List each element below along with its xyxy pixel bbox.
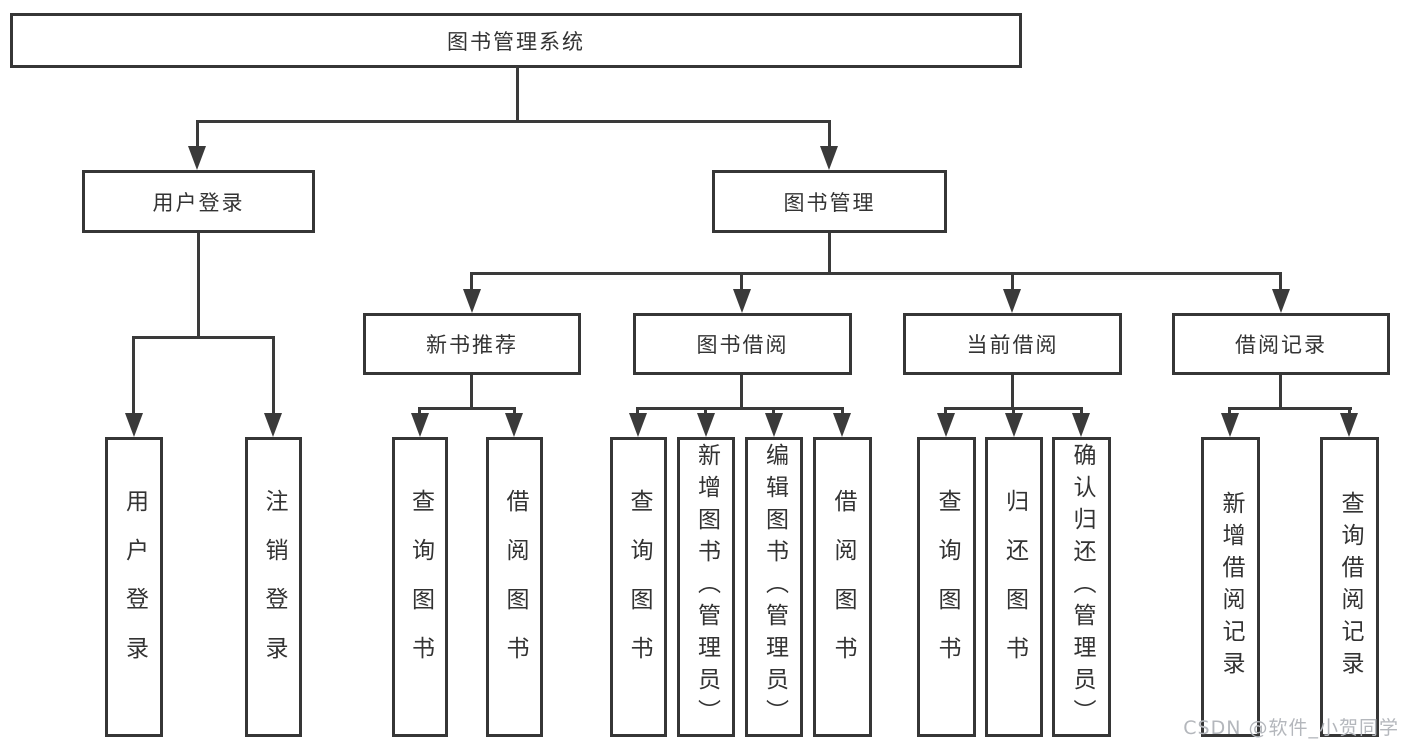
connector-root-stem [516, 66, 519, 122]
leaf-label: 查询图书 [626, 489, 652, 685]
leaf-edit-book-admin: 编辑图书（管理员） [745, 437, 803, 737]
leaf-label: 注销登录 [261, 489, 287, 685]
connector-record-stem [1279, 375, 1282, 410]
arrow-down-icon [505, 413, 523, 437]
leaf-add-book-admin: 新增图书（管理员） [677, 437, 735, 737]
leaf-label: 借阅图书 [830, 489, 856, 685]
arrow-down-icon [833, 413, 851, 437]
connector-borrow-stem [740, 375, 743, 410]
arrow-down-icon [820, 146, 838, 170]
node-book-borrow: 图书借阅 [633, 313, 852, 375]
arrow-down-icon [765, 413, 783, 437]
leaf-label: 归还图书 [1001, 489, 1028, 685]
connector-level2-hline [196, 120, 831, 123]
connector-stem-current [1011, 272, 1014, 292]
leaf-return-book: 归还图书 [985, 437, 1043, 737]
arrow-down-icon [629, 413, 647, 437]
leaf-confirm-return-admin: 确认归还（管理员） [1052, 437, 1111, 737]
leaf-label: 查询借阅记录 [1337, 491, 1363, 683]
arrow-down-icon [264, 413, 282, 437]
leaf-label: 确认归还（管理员） [1069, 443, 1095, 731]
arrow-down-icon [411, 413, 429, 437]
leaf-label: 用户登录 [121, 489, 148, 685]
node-current-borrow: 当前借阅 [903, 313, 1122, 375]
connector-stem-leaf-login [132, 336, 135, 416]
csdn-watermark: CSDN @软件_小贺同学 [1183, 717, 1399, 739]
connector-book-mgmt-stem [828, 233, 831, 275]
leaf-label: 借阅图书 [502, 489, 528, 685]
leaf-label: 查询图书 [934, 489, 960, 685]
arrow-down-icon [937, 413, 955, 437]
connector-stem-borrow [740, 272, 743, 292]
leaf-borrow-book-recommend: 借阅图书 [486, 437, 543, 737]
node-borrow-record: 借阅记录 [1172, 313, 1390, 375]
node-book-management-system: 图书管理系统 [10, 13, 1022, 68]
arrow-down-icon [733, 289, 751, 313]
leaf-query-book-recommend: 查询图书 [392, 437, 448, 737]
connector-stem-new-book [470, 272, 473, 292]
arrow-down-icon [697, 413, 715, 437]
arrow-down-icon [125, 413, 143, 437]
arrow-down-icon [1072, 413, 1090, 437]
leaf-add-borrow-record: 新增借阅记录 [1201, 437, 1260, 737]
connector-current-stem [1011, 375, 1014, 410]
connector-new-book-hline [418, 407, 516, 410]
connector-record-hline [1228, 407, 1352, 410]
leaf-label: 编辑图书（管理员） [761, 443, 788, 731]
leaf-borrow-book: 借阅图书 [813, 437, 872, 737]
leaf-query-book-current: 查询图书 [917, 437, 976, 737]
connector-login-group-hline [132, 336, 275, 339]
leaf-query-borrow-record: 查询借阅记录 [1320, 437, 1379, 737]
arrow-down-icon [1340, 413, 1358, 437]
leaf-query-book-borrow: 查询图书 [610, 437, 667, 737]
leaf-user-login: 用户登录 [105, 437, 163, 737]
node-book-management: 图书管理 [712, 170, 947, 233]
arrow-down-icon [1221, 413, 1239, 437]
connector-level3-hline [470, 272, 1282, 275]
leaf-logout: 注销登录 [245, 437, 302, 737]
arrow-down-icon [1003, 289, 1021, 313]
connector-stem-leaf-logout [272, 336, 275, 416]
connector-stem-book-mgmt [828, 120, 831, 152]
leaf-label: 新增借阅记录 [1218, 491, 1244, 683]
connector-new-book-stem [470, 375, 473, 410]
node-new-book-recommend: 新书推荐 [363, 313, 581, 375]
leaf-label: 新增图书（管理员） [693, 443, 720, 731]
connector-stem-record [1279, 272, 1282, 292]
connector-borrow-hline [636, 407, 844, 410]
leaf-label: 查询图书 [407, 489, 434, 685]
node-user-login: 用户登录 [82, 170, 315, 233]
connector-user-login-stem [197, 233, 200, 339]
arrow-down-icon [463, 289, 481, 313]
arrow-down-icon [1005, 413, 1023, 437]
arrow-down-icon [1272, 289, 1290, 313]
arrow-down-icon [188, 146, 206, 170]
connector-stem-user-login [196, 120, 199, 152]
